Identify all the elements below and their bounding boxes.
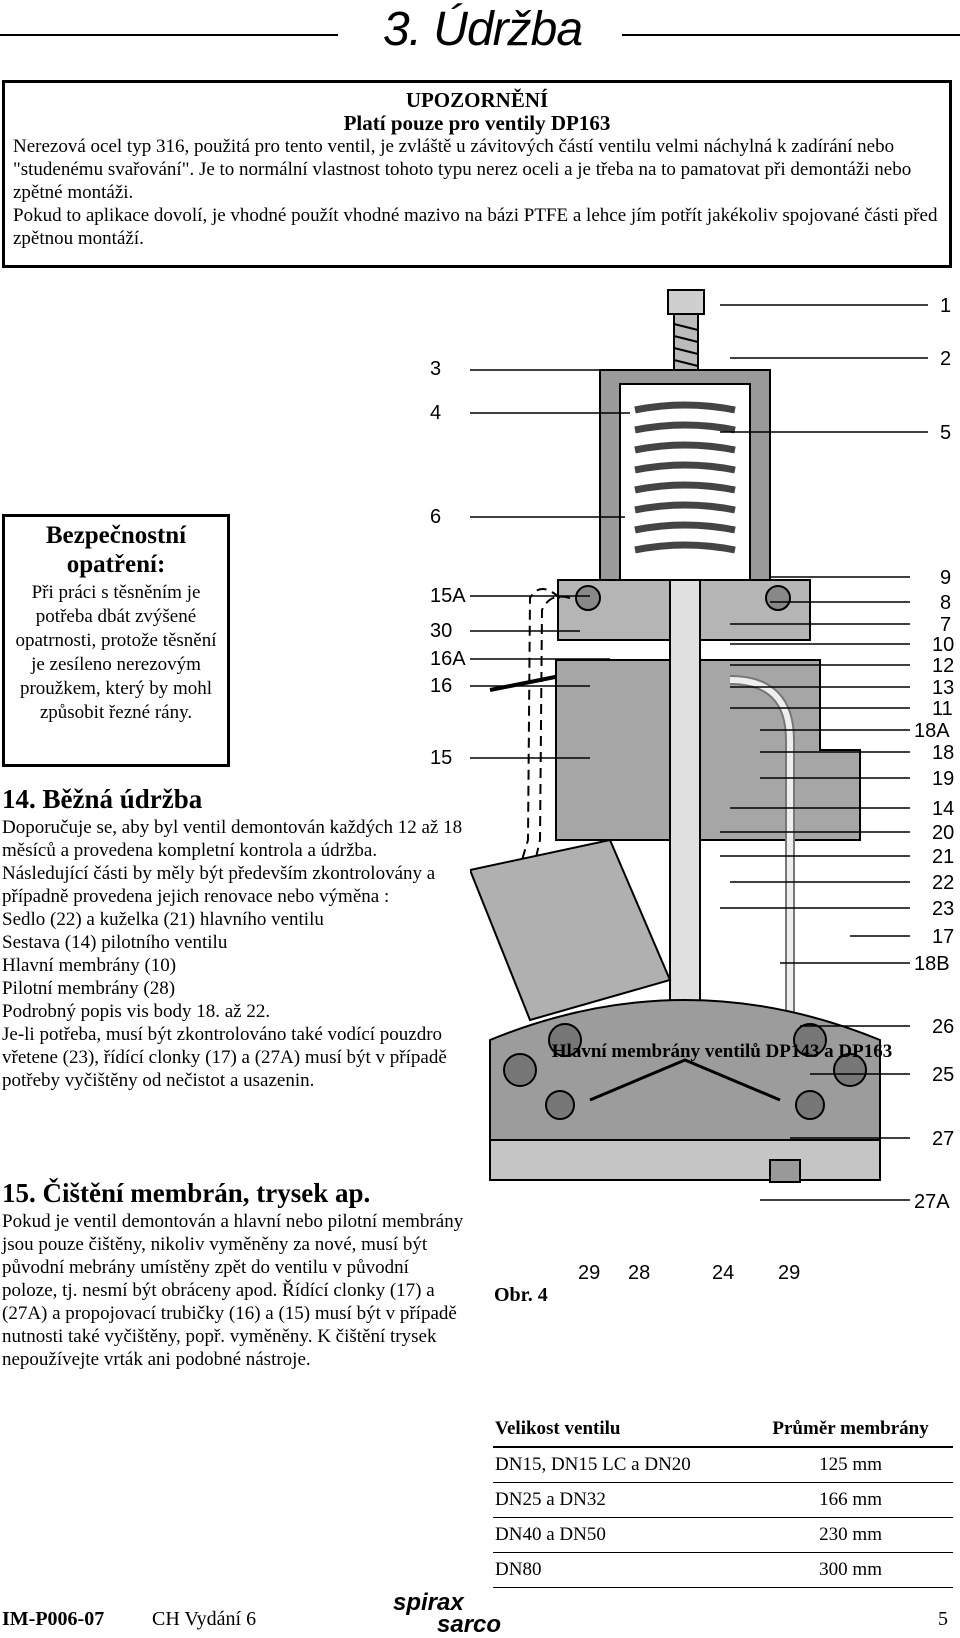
figure-label: 23 — [932, 898, 955, 920]
figure-caption: Obr. 4 — [494, 1284, 548, 1306]
table-row: DN15, DN15 LC a DN20 125 mm — [493, 1447, 953, 1483]
figure-label: 18B — [914, 953, 950, 975]
table-cell-size: DN40 a DN50 — [493, 1517, 749, 1553]
safety-text: Při práci s těsněním je potřeba dbát zvý… — [15, 582, 217, 723]
table-cell-diameter: 166 mm — [748, 1482, 953, 1518]
figure-leaders-right — [720, 304, 928, 1201]
footer-edition: CH Vydání 6 — [152, 1608, 257, 1630]
figure-label: 1 — [940, 295, 952, 317]
figure-label: 7 — [940, 614, 952, 636]
header-rule-left — [0, 34, 338, 36]
figure-label: 6 — [430, 506, 442, 528]
figure-label: 3 — [430, 358, 442, 380]
table-cell-size: DN80 — [493, 1552, 749, 1588]
figure-label: 21 — [932, 846, 955, 868]
section-15-paragraph-1: Pokud je ventil demontován a hlavní nebo… — [2, 1211, 464, 1370]
section-14-body: Doporučuje se, aby byl ventil demontován… — [2, 816, 467, 1092]
spirax-sarco-logo: spirax sarco — [393, 1589, 502, 1638]
figure-label: 12 — [932, 655, 955, 677]
figure-label: 20 — [932, 822, 955, 844]
figure-label: 8 — [940, 592, 952, 614]
figure-label: 13 — [932, 677, 955, 699]
section-14-item: Pilotní membrány (28) — [2, 978, 176, 999]
warning-paragraph-2: Pokud to aplikace dovolí, je vhodné použ… — [13, 205, 938, 249]
section-14-heading: 14. Běžná údržba — [2, 784, 203, 814]
figure-label: 9 — [940, 567, 952, 589]
figure-label: 29 — [778, 1262, 801, 1284]
section-14-paragraph-2: Následující části by měly být především … — [2, 863, 436, 907]
section-14-paragraph-1: Doporučuje se, aby byl ventil demontován… — [2, 817, 463, 861]
figure-label: 17 — [932, 926, 955, 948]
figure-label: 5 — [940, 422, 952, 444]
logo-top: spirax — [393, 1589, 464, 1616]
figure-label: 15A — [430, 585, 466, 607]
figure-label: 24 — [712, 1262, 735, 1284]
table-title: Hlavní membrány ventilů DP143 a DP163 — [551, 1041, 893, 1062]
section-15-heading: 15. Čištění membrán, trysek ap. — [2, 1178, 371, 1208]
table-header-row: Velikost ventilu Průměr membrány — [493, 1412, 953, 1448]
section-14-paragraph-3: Je-li potřeba, musí být zkontrolováno ta… — [2, 1024, 447, 1091]
table-cell-diameter: 230 mm — [748, 1517, 953, 1553]
figure-label: 27A — [914, 1191, 950, 1213]
figure-label: 16A — [430, 648, 466, 670]
table-cell-diameter: 300 mm — [748, 1552, 953, 1588]
footer-doc-number: IM-P006-07 — [2, 1608, 105, 1630]
figure-label: 2 — [940, 348, 952, 370]
table-header-diameter: Průměr membrány — [748, 1412, 953, 1448]
valve-cross-section-figure — [470, 289, 881, 1183]
figure-label: 19 — [932, 768, 955, 790]
table-row: DN25 a DN32 166 mm — [493, 1482, 953, 1518]
section-14-item: Hlavní membrány (10) — [2, 955, 177, 976]
warning-heading: UPOZORNĚNÍ — [405, 88, 549, 112]
page-title: 3. Údržba — [382, 3, 583, 56]
figure-label: 10 — [932, 634, 955, 656]
table-row: DN40 a DN50 230 mm — [493, 1517, 953, 1553]
figure-leaders-left — [470, 369, 630, 759]
table-cell-diameter: 125 mm — [748, 1447, 953, 1483]
figure-label: 4 — [430, 402, 442, 424]
figure-label: 18A — [914, 720, 950, 742]
figure-label: 28 — [628, 1262, 651, 1284]
figure-label: 30 — [430, 620, 453, 642]
page-number: 5 — [938, 1608, 948, 1630]
figure-label: 18 — [932, 742, 955, 764]
table-row: DN80 300 mm — [493, 1552, 953, 1588]
figure-label: 22 — [932, 872, 955, 894]
table-header-size: Velikost ventilu — [493, 1412, 749, 1448]
table-cell-size: DN15, DN15 LC a DN20 — [493, 1447, 749, 1483]
figure-label: 15 — [430, 747, 453, 769]
section-14-item: Sedlo (22) a kuželka (21) hlavního venti… — [2, 909, 324, 930]
warning-paragraph-1: Nerezová ocel typ 316, použitá pro tento… — [13, 136, 912, 203]
safety-box: Bezpečnostní opatření: Při práci s těsně… — [2, 514, 230, 767]
warning-subheading: Platí pouze pro ventily DP163 — [343, 111, 611, 135]
figure-label: 11 — [932, 698, 953, 720]
figure-label: 29 — [578, 1262, 601, 1284]
safety-heading: Bezpečnostní opatření: — [45, 522, 187, 578]
figure-label: 25 — [932, 1064, 955, 1086]
warning-box: UPOZORNĚNÍ Platí pouze pro ventily DP163… — [2, 80, 952, 268]
figure-label: 26 — [932, 1016, 955, 1038]
section-14-item: Podrobný popis vis body 18. až 22. — [2, 1001, 271, 1022]
diaphragm-size-table: Velikost ventilu Průměr membrány DN15, D… — [493, 1412, 953, 1588]
section-15-body: Pokud je ventil demontován a hlavní nebo… — [2, 1210, 467, 1371]
section-14-item: Sestava (14) pilotního ventilu — [2, 932, 228, 953]
header-rule-right — [622, 34, 960, 36]
logo-bottom: sarco — [437, 1611, 502, 1638]
figure-label: 14 — [932, 798, 955, 820]
table-cell-size: DN25 a DN32 — [493, 1482, 749, 1518]
figure-label: 16 — [430, 675, 453, 697]
figure-label: 27 — [932, 1128, 955, 1150]
